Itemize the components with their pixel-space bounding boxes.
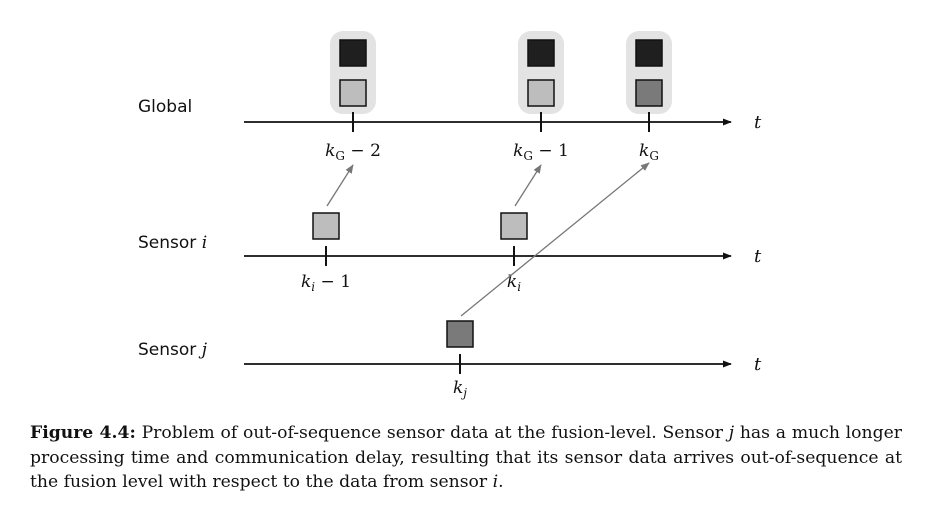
global-tick-label-1: kG − 2 [325, 141, 381, 163]
caption-text-1: Problem of out-of-sequence sensor data a… [135, 423, 729, 443]
caption-label: Figure 4.4: [30, 423, 136, 443]
global-square-mid-3 [635, 79, 663, 107]
sensor-i-tick-label-1: ki − 1 [301, 272, 351, 294]
sensor-i-square-1 [312, 212, 340, 240]
global-square-dark-2 [527, 39, 555, 67]
global-tick-label-3: kG [639, 141, 659, 163]
caption-text-2: has a much longer processing time and co… [30, 423, 902, 492]
caption-var-i: i [492, 472, 499, 492]
global-square-light-1 [339, 79, 367, 107]
global-tick-label-2: kG − 1 [513, 141, 569, 163]
sensor-i-square-2 [500, 212, 528, 240]
caption-var-j: j [728, 423, 735, 443]
lane-label-global: Global [138, 97, 192, 117]
diagram: Global Sensor i Sensor j t kG − 2 kG − 1… [138, 31, 762, 400]
sensor-j-axis-t-label: t [754, 354, 762, 375]
sensor-j-tick-label-1: kj [453, 378, 467, 400]
arrow-sensor-i-2-to-global-2 [514, 164, 542, 207]
arrow-sensor-j-to-global-3 [460, 162, 650, 317]
figure-caption: Figure 4.4: Problem of out-of-sequence s… [30, 421, 902, 495]
sensor-i-tick-label-2: ki [507, 272, 521, 294]
global-axis-t-label: t [754, 112, 762, 133]
global-square-dark-1 [339, 39, 367, 67]
lane-label-sensor-j: Sensor j [138, 340, 208, 360]
lane-label-sensor-i: Sensor i [138, 233, 207, 253]
global-square-dark-3 [635, 39, 663, 67]
arrow-sensor-i-1-to-global-1 [326, 164, 354, 207]
sensor-i-axis-t-label: t [754, 246, 762, 267]
caption-text-3: . [498, 472, 504, 492]
global-square-light-2 [527, 79, 555, 107]
sensor-j-square [446, 320, 474, 348]
